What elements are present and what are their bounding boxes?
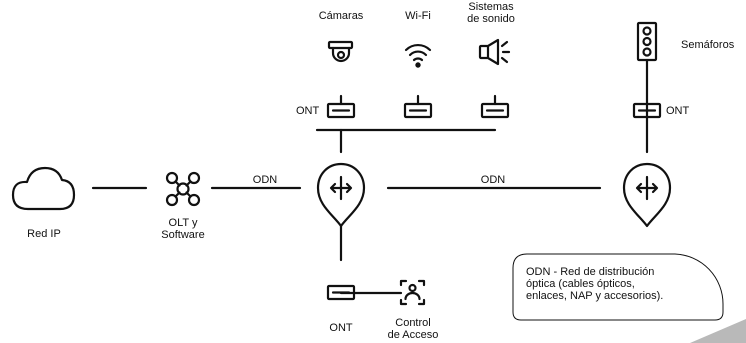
- ont-device-icon: [632, 102, 662, 119]
- red-ip-label: Red IP: [27, 228, 61, 240]
- nap-pin-icon: [316, 162, 366, 228]
- ont-device-icon: [480, 94, 510, 119]
- ont-label: ONT: [296, 105, 320, 117]
- odn-label: ODN: [480, 174, 506, 186]
- ont-label: ONT: [329, 322, 353, 334]
- odn-label: ODN: [252, 174, 278, 186]
- legend-text: ODN - Red de distribución óptica (cables…: [526, 266, 664, 302]
- olt-hub-icon: [165, 171, 201, 207]
- nap-pin-icon: [622, 162, 672, 228]
- sound-systems-label: Sistemas de sonido: [467, 1, 515, 25]
- access-control-icon: [399, 279, 426, 306]
- camera-icon: [327, 40, 354, 63]
- access-control-label: Control de Acceso: [387, 317, 439, 341]
- page-curl-decoration: [690, 319, 746, 343]
- ont-device-icon: [326, 94, 356, 119]
- ont-device-icon: [326, 284, 356, 301]
- connection-lines: [91, 58, 649, 295]
- wifi-icon: [404, 43, 432, 68]
- speaker-icon: [478, 38, 511, 66]
- wifi-label: Wi-Fi: [405, 10, 431, 22]
- traffic-lights-label: Semáforos: [681, 39, 735, 51]
- cameras-label: Cámaras: [318, 10, 364, 22]
- cloud-icon: [11, 166, 76, 211]
- olt-software-label: OLT y Software: [161, 217, 205, 241]
- ont-label: ONT: [666, 105, 690, 117]
- legend-box-outline: [512, 253, 724, 321]
- traffic-light-icon: [636, 21, 658, 62]
- ont-device-icon: [403, 94, 433, 119]
